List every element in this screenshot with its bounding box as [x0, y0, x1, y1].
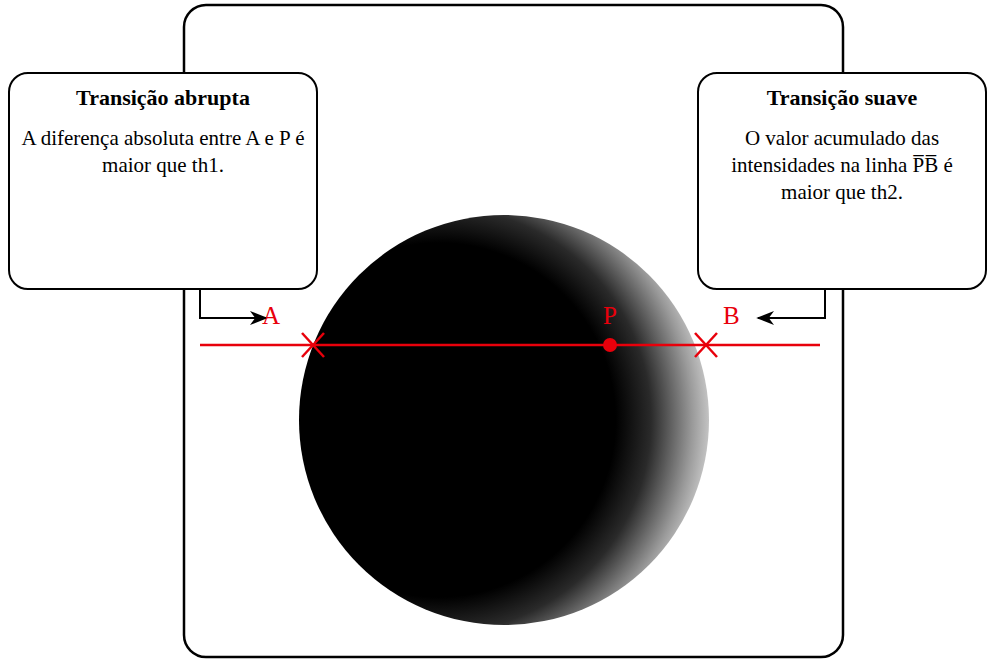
shaded-circle [299, 215, 709, 625]
point-label: B [723, 303, 740, 328]
callout-box: Transição abrupta A diferença absoluta en… [8, 72, 318, 290]
callout-text: O valor acumulado das intensidades na li… [709, 125, 975, 207]
point-a-marker [302, 333, 324, 357]
leader-line [758, 290, 825, 318]
point-b-marker [695, 333, 717, 357]
callout-heading: Transição suave [709, 84, 975, 113]
point-label: P [603, 303, 617, 328]
callout-box: Transição suave O valor acumulado das int… [697, 72, 987, 290]
point-p-dot [603, 338, 617, 352]
callout-heading: Transição abrupta [20, 84, 306, 113]
scan-line [200, 344, 820, 347]
leader-line [200, 290, 266, 318]
callout-text: A diferença absoluta entre A e P é maior… [20, 125, 306, 180]
point-label: A [262, 303, 280, 328]
